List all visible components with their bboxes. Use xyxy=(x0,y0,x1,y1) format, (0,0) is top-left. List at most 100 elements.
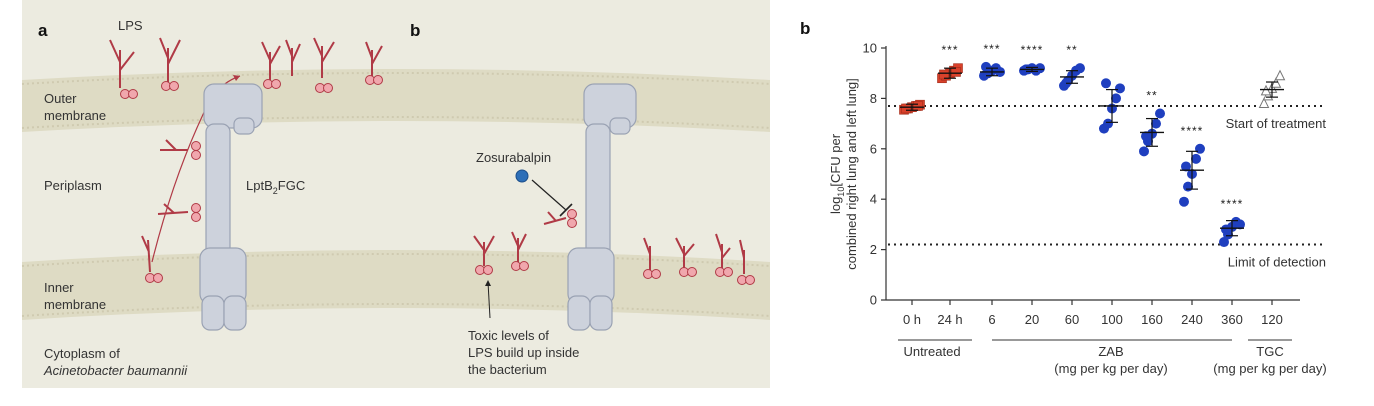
toxic-pointer xyxy=(487,281,491,319)
x-tick-label: 6 xyxy=(988,312,995,327)
data-point xyxy=(1179,196,1189,207)
lps-molecules-outer xyxy=(109,37,383,88)
y-tick-label: 10 xyxy=(863,41,877,56)
significance-label: *** xyxy=(941,43,958,57)
y-tick-label: 0 xyxy=(870,293,877,308)
data-group-160: ** xyxy=(1139,89,1165,157)
data-point xyxy=(1155,108,1165,119)
lps-molecules-periplasm xyxy=(141,139,189,273)
y-tick-label: 4 xyxy=(870,192,877,207)
y-tick-label: 2 xyxy=(870,242,877,257)
group-label-tgc: TGC xyxy=(1256,344,1283,359)
y-axis-label-line2: combined right lung and left lung] xyxy=(844,78,859,270)
schematic-background xyxy=(22,0,770,388)
data-group-0-h xyxy=(899,99,925,115)
data-point xyxy=(951,67,961,77)
x-tick-label: 24 h xyxy=(937,312,962,327)
x-tick-label: 100 xyxy=(1101,312,1123,327)
label-cytoplasm-1: Cytoplasm of xyxy=(44,346,120,361)
panel-letter-a: a xyxy=(38,21,48,40)
reference-label-limit-of-detection: Limit of detection xyxy=(1228,255,1326,270)
x-tick-label: 360 xyxy=(1221,312,1243,327)
x-tick-label: 240 xyxy=(1181,312,1203,327)
x-tick-label: 60 xyxy=(1065,312,1079,327)
label-lps: LPS xyxy=(118,18,143,33)
label-toxic-1: Toxic levels of xyxy=(468,328,549,343)
zosurabalpin-molecule xyxy=(515,169,529,183)
data-point xyxy=(1111,93,1121,104)
chart-category-labels: 0 h 24 h 6 20 60 100 160 240 360 120 xyxy=(903,312,1283,327)
reference-label-start-of-treatment: Start of treatment xyxy=(1226,116,1327,131)
x-tick-label: 160 xyxy=(1141,312,1163,327)
data-group-24-h: *** xyxy=(937,43,963,84)
data-group-240: **** xyxy=(1179,124,1205,207)
label-outer-membrane-2: membrane xyxy=(44,108,106,123)
data-group-20: **** xyxy=(1019,43,1045,76)
group-label-zab-unit: (mg per kg per day) xyxy=(1054,361,1167,376)
data-point xyxy=(1260,84,1272,96)
data-group-120 xyxy=(1258,69,1286,108)
group-label-untreated: Untreated xyxy=(903,344,960,359)
lps-molecules-inner xyxy=(473,231,745,274)
x-tick-label: 20 xyxy=(1025,312,1039,327)
lpt-transporter-right xyxy=(567,83,637,331)
chart-panel: b log10[CFU per combined right lung and … xyxy=(800,19,1327,376)
y-tick-label: 6 xyxy=(870,141,877,156)
panel-letter-b-chart: b xyxy=(800,19,810,38)
data-point xyxy=(901,103,911,114)
significance-label: ** xyxy=(1146,89,1157,103)
data-point xyxy=(1075,63,1085,74)
label-cytoplasm-2: Acinetobacter baumannii xyxy=(43,363,188,378)
inhibition-line xyxy=(531,179,567,211)
x-tick-label: 0 h xyxy=(903,312,921,327)
label-periplasm: Periplasm xyxy=(44,178,102,193)
data-point xyxy=(1103,118,1113,129)
significance-label: **** xyxy=(1221,197,1244,211)
data-point xyxy=(1181,161,1191,172)
significance-label: ** xyxy=(1066,43,1077,57)
data-point xyxy=(1115,83,1125,94)
data-point xyxy=(1035,63,1045,74)
significance-label: **** xyxy=(1021,43,1044,57)
label-inner-membrane-1: Inner xyxy=(44,280,74,295)
data-point xyxy=(1221,224,1231,235)
lpt-transporter-left xyxy=(199,83,263,331)
x-tick-label: 120 xyxy=(1261,312,1283,327)
data-point xyxy=(1235,219,1245,230)
data-point xyxy=(1270,77,1282,88)
significance-label: *** xyxy=(983,42,1000,56)
data-point xyxy=(1139,146,1149,157)
data-group-60: ** xyxy=(1059,43,1085,91)
y-axis-label-line1: log10[CFU per xyxy=(828,133,846,214)
data-point xyxy=(1219,237,1229,248)
data-point xyxy=(1151,118,1161,129)
schematic-panel: a b xyxy=(21,0,771,388)
label-lpt: LptB2FGC xyxy=(246,178,305,196)
data-point xyxy=(913,101,923,111)
data-point xyxy=(1141,131,1151,142)
significance-label: **** xyxy=(1181,124,1204,138)
y-tick-label: 8 xyxy=(870,91,877,106)
data-point xyxy=(939,69,949,80)
data-point xyxy=(1195,143,1205,154)
chart-data-marks: ********************** xyxy=(899,42,1286,248)
data-group-6: *** xyxy=(979,42,1005,81)
data-point xyxy=(1101,78,1111,89)
lps-heads-outer xyxy=(120,75,383,99)
chart-axes: 0 2 4 6 8 10 xyxy=(863,41,1300,308)
group-label-zab: ZAB xyxy=(1098,344,1123,359)
data-point xyxy=(1191,153,1201,164)
label-outer-membrane-1: Outer xyxy=(44,91,77,106)
label-toxic-2: LPS build up inside xyxy=(468,345,579,360)
label-zosurabalpin: Zosurabalpin xyxy=(476,150,551,165)
label-inner-membrane-2: membrane xyxy=(44,297,106,312)
lps-transport-arrow xyxy=(151,75,241,263)
data-point xyxy=(1258,97,1270,108)
group-label-tgc-unit: (mg per kg per day) xyxy=(1213,361,1326,376)
data-point xyxy=(1274,69,1286,81)
label-toxic-3: the bacterium xyxy=(468,362,547,377)
panel-letter-b-schematic: b xyxy=(410,21,420,40)
data-group-360: **** xyxy=(1219,197,1245,248)
